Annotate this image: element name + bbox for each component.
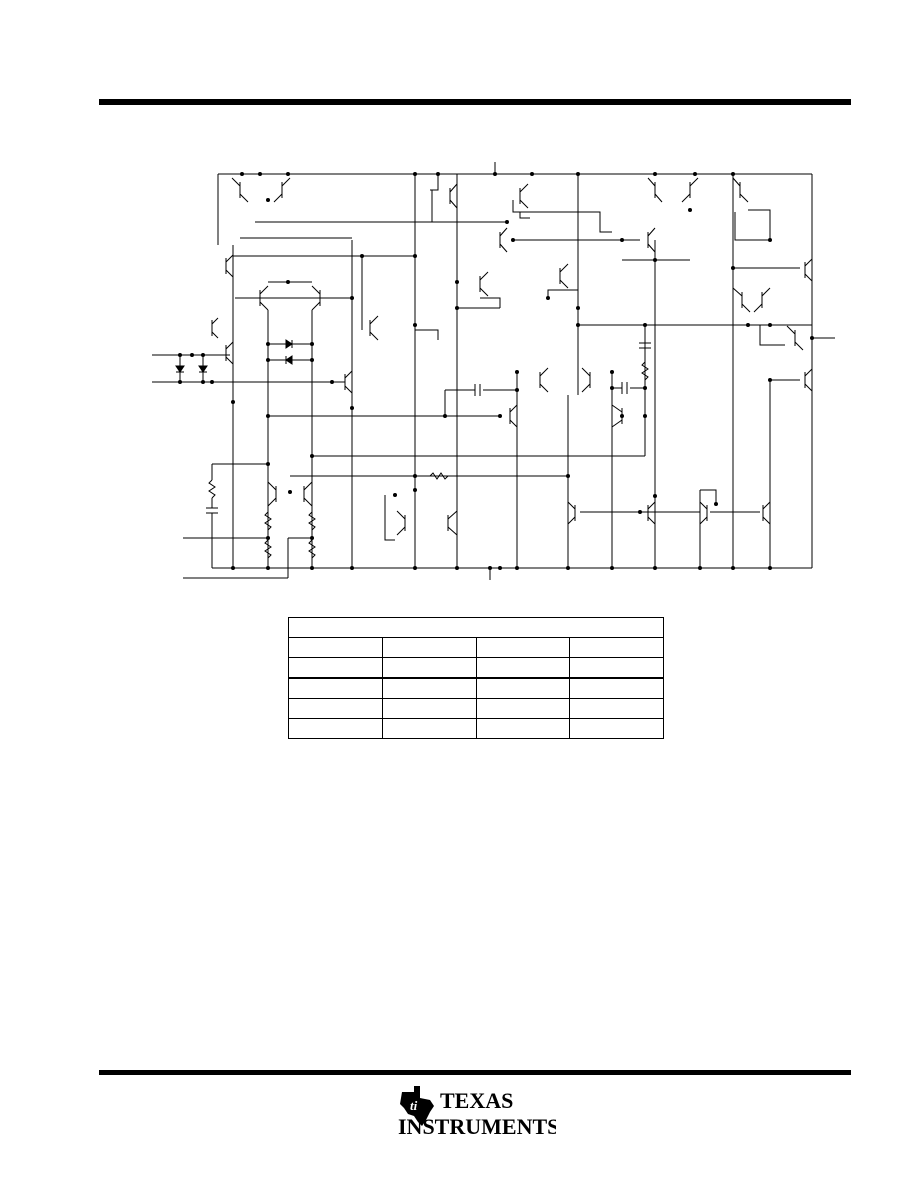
transistor-array	[211, 177, 813, 536]
table-cell	[381, 698, 477, 719]
logo-line1: TEXAS	[440, 1088, 513, 1113]
svg-text:ti: ti	[410, 1098, 418, 1113]
table-cell	[569, 698, 664, 719]
input-leads	[152, 354, 345, 579]
table-title	[288, 617, 664, 638]
table-header-row	[288, 637, 664, 658]
table-cell	[569, 718, 664, 739]
texas-state-icon: ti	[400, 1086, 434, 1126]
footer-rule	[99, 1070, 851, 1075]
table-row	[288, 718, 664, 739]
bias-diode	[268, 339, 312, 365]
junction-dot	[178, 172, 814, 570]
texas-instruments-logo: ti TEXAS INSTRUMENTS	[398, 1086, 556, 1139]
mirror-loops	[384, 174, 785, 541]
table-header-cell	[475, 637, 571, 658]
interconnect-wires	[212, 221, 835, 513]
table-cell	[288, 698, 383, 719]
table-cell	[288, 677, 383, 699]
table-header-cell	[569, 637, 664, 658]
logo-line2: INSTRUMENTS	[398, 1114, 556, 1139]
table-cell	[569, 677, 664, 699]
table-cell	[475, 677, 571, 699]
table-header-cell	[381, 637, 477, 658]
table-row	[288, 657, 664, 679]
equivalent-schematic-diagram	[152, 162, 835, 580]
positive-supply-rail	[218, 162, 812, 175]
table-cell	[475, 698, 571, 719]
input-diode	[175, 355, 208, 382]
table-row	[288, 677, 664, 699]
table-cell	[381, 677, 477, 699]
table-cell	[569, 657, 664, 679]
header-rule	[99, 99, 851, 105]
table-cell	[381, 718, 477, 739]
resistor	[208, 361, 649, 559]
table-cell	[475, 718, 571, 739]
capacitor	[206, 342, 651, 568]
table-row	[288, 698, 664, 719]
table-cell	[288, 657, 383, 679]
table-cell	[381, 657, 477, 679]
table-cell	[288, 718, 383, 739]
table-cell	[475, 657, 571, 679]
component-count-table	[288, 617, 664, 739]
table-header-cell	[288, 637, 383, 658]
negative-supply-rail	[212, 567, 812, 580]
bus-wires	[232, 174, 771, 568]
